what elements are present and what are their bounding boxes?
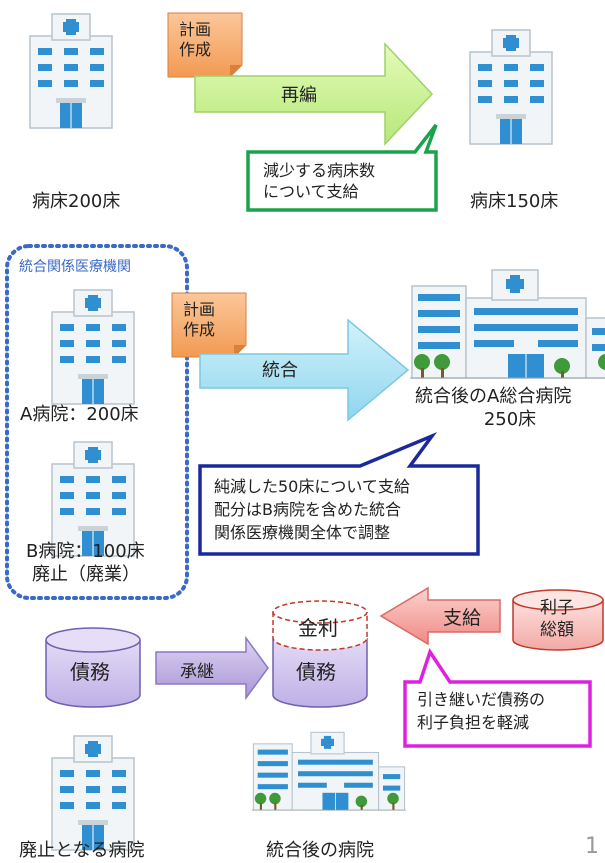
callout-navy-box — [198, 431, 480, 556]
debt-label: 債務 — [70, 660, 110, 684]
interest-total-cylinder — [512, 589, 604, 651]
interest-total-label: 利子 総額 — [540, 597, 574, 641]
hospital-b-icon — [51, 441, 135, 557]
interest-label: 金利 — [298, 616, 338, 640]
integrate-label: 統合 — [262, 360, 298, 381]
supply-label: 支給 — [443, 607, 482, 629]
closing-hospital-label: 廃止となる病院 — [19, 840, 145, 861]
integration-group-border — [5, 244, 189, 600]
hospital-after-icon — [469, 29, 553, 145]
callout-green-line1: 減少する病床数 — [263, 161, 376, 180]
supply-arrow — [379, 586, 501, 646]
callout-navy-line3: 関係医療機関全体で調整 — [214, 523, 391, 542]
callout-magenta-line2: 利子負担を軽減 — [417, 713, 530, 732]
callout-magenta-line1: 引き継いだ債務の — [417, 690, 546, 709]
plan-note-1-line1: 計画 — [179, 20, 212, 39]
merged-hospital-small-icon — [251, 731, 407, 811]
callout-navy-line1: 純減した50床について支給 — [214, 477, 410, 496]
callout-magenta-text: 引き継いだ債務の 利子負担を軽減 — [417, 688, 545, 734]
page-number: 1 — [585, 834, 599, 859]
before-bed-label: 病床200床 — [32, 191, 121, 212]
callout-green-line2: について支給 — [263, 182, 359, 201]
hospital-b-label: B病院：100床 廃止（廃業） — [26, 540, 145, 586]
callout-magenta-box — [403, 648, 592, 748]
hospital-b-line1: B病院：100床 — [26, 541, 145, 562]
callout-green-box — [246, 123, 438, 212]
merged-hospital-line2: 250床 — [483, 409, 537, 430]
transfer-arrow — [155, 635, 269, 701]
plan-note-1-text: 計画 作成 — [179, 20, 211, 60]
integrate-arrow — [199, 318, 410, 422]
transfer-label: 承継 — [180, 662, 214, 682]
group-title: 統合関係医療機関 — [19, 259, 131, 275]
callout-green-text: 減少する病床数 について支給 — [263, 160, 375, 202]
merged-hospital-label: 統合後のA総合病院 250床 — [415, 385, 605, 431]
plan-note-2-line1: 計画 — [183, 300, 216, 319]
hospital-before-icon — [29, 13, 113, 129]
debt-cylinder — [45, 627, 141, 708]
merged-hospital-line1: 統合後のA総合病院 — [415, 386, 572, 407]
plan-note-2-line2: 作成 — [183, 320, 216, 339]
after-bed-label: 病床150床 — [470, 191, 559, 212]
closing-hospital-icon — [51, 735, 135, 851]
merged-hospital-bottom-label: 統合後の病院 — [266, 840, 374, 861]
merged-hospital-icon — [409, 269, 605, 379]
interest-total-line1: 利子 — [540, 598, 574, 618]
callout-navy-text: 純減した50床について支給 配分はB病院を含めた統合 関係医療機関全体で調整 — [214, 475, 410, 544]
hospital-a-label: A病院：200床 — [20, 404, 139, 425]
callout-navy-line2: 配分はB病院を含めた統合 — [214, 500, 401, 519]
plan-note-2-text: 計画 作成 — [183, 300, 215, 340]
hospital-a-icon — [51, 289, 135, 405]
debt-interest-cylinder — [272, 600, 368, 708]
debt-right-label: 債務 — [296, 660, 336, 684]
interest-total-line2: 総額 — [540, 620, 574, 640]
hospital-b-line2: 廃止（廃業） — [32, 564, 140, 585]
reorganize-arrow — [194, 42, 434, 146]
plan-note-1-line2: 作成 — [179, 40, 212, 59]
reorganize-label: 再編 — [281, 85, 317, 106]
